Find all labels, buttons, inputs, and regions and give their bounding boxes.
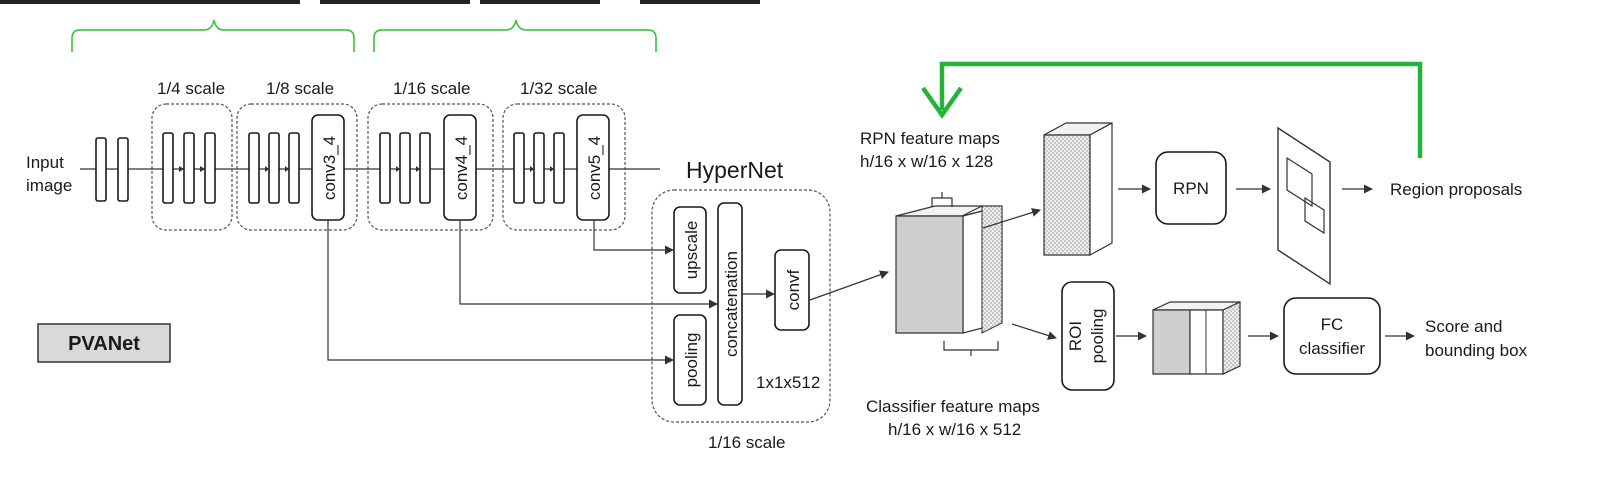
convf-block: [774, 249, 810, 331]
input-image-label-2: image: [26, 176, 72, 195]
feedback-arrowhead: [921, 86, 963, 119]
combined-feature-map: [895, 205, 1003, 334]
rpn-feature-map: [1043, 121, 1113, 257]
feedback-arrow: [939, 61, 1423, 158]
convf-label: convf: [784, 269, 803, 310]
region-proposals-label: Region proposals: [1390, 180, 1522, 199]
conv4-layer-b: [399, 132, 411, 204]
rpn-feature-maps-dims: h/16 x w/16 x 128: [860, 152, 993, 171]
conv3-to-pooling: [327, 220, 674, 365]
conv3-layer-a: [248, 132, 260, 204]
conv4-4-label: conv4_4: [452, 136, 471, 200]
conv5-4-block: [576, 114, 610, 221]
conv4-layer-c: [419, 132, 431, 204]
conv4-to-concat: [459, 220, 718, 309]
scale-group-1-16: [367, 103, 494, 231]
feature-to-rpn-map: [982, 208, 1041, 229]
feature-to-roi-arrow: [1011, 323, 1057, 340]
roi-label: ROI: [1066, 321, 1085, 351]
scale-label-1-8: 1/8 scale: [266, 79, 334, 98]
upscale-block: [673, 206, 707, 294]
scale-label-1-32: 1/32 scale: [520, 79, 598, 98]
conv3-layer-b: [268, 132, 280, 204]
backbone-brace-left: [71, 19, 355, 52]
conv5-to-upscale: [593, 220, 674, 255]
convf-dims: 1x1x512: [756, 373, 820, 392]
pooling-block: [673, 314, 707, 406]
bounding-box-label: bounding box: [1425, 341, 1528, 360]
concatenation-label: concatenation: [722, 251, 741, 357]
roi-pooling-label: pooling: [1088, 309, 1107, 364]
score-label: Score and: [1425, 317, 1503, 336]
backbone-brace-right: [373, 19, 657, 52]
conv5-layer-c: [553, 132, 565, 204]
pooled-feature-cube: [1152, 301, 1241, 375]
classifier-bracket: [943, 341, 999, 356]
conv2-layer-a: [162, 132, 174, 204]
proposals-image: [1277, 126, 1331, 286]
pvanet-box: [37, 323, 171, 363]
fc-classifier-block: [1283, 297, 1381, 375]
conv2-layer-c: [204, 132, 216, 204]
pooling-label: pooling: [682, 333, 701, 388]
scale-label-1-4: 1/4 scale: [157, 79, 225, 98]
rpn-label: RPN: [1173, 179, 1209, 198]
scale-group-1-32: [502, 103, 626, 231]
scale-label-1-16: 1/16 scale: [393, 79, 471, 98]
conv3-4-label: conv3_4: [320, 136, 339, 200]
concatenation-block: [717, 202, 743, 406]
hypernet-scale-label: 1/16 scale: [708, 433, 786, 452]
scale-group-1-4: [151, 103, 233, 231]
fc-classifier-label: classifier: [1299, 339, 1365, 358]
conv1-layer-b: [117, 137, 129, 202]
backbone-small-arrows: [179, 166, 554, 172]
convf-to-featuremap: [809, 270, 889, 301]
conv3-layer-c: [288, 132, 300, 204]
conv4-layer-a: [379, 132, 391, 204]
top-cut-text: [0, 0, 760, 4]
conv5-layer-b: [533, 132, 545, 204]
rpn-feature-maps-label: RPN feature maps: [860, 129, 1000, 148]
conv1-layer-a: [95, 137, 107, 202]
classifier-feature-maps-dims: h/16 x w/16 x 512: [888, 420, 1021, 439]
hypernet-title: HyperNet: [686, 157, 784, 183]
rpn-block: [1155, 151, 1227, 225]
rpn-bracket: [931, 192, 953, 207]
input-image-label: Input: [26, 153, 64, 172]
pvanet-label: PVANet: [68, 333, 140, 355]
conv5-4-label: conv5_4: [585, 136, 604, 200]
roi-pooling-block: [1061, 281, 1115, 391]
classifier-feature-maps-label: Classifier feature maps: [866, 397, 1040, 416]
conv5-layer-a: [513, 132, 525, 204]
hypernet-group: [651, 189, 831, 423]
upscale-label: upscale: [682, 221, 701, 280]
fc-label: FC: [1321, 315, 1344, 334]
conv2-layer-b: [183, 132, 195, 204]
scale-group-1-8: [236, 103, 358, 231]
